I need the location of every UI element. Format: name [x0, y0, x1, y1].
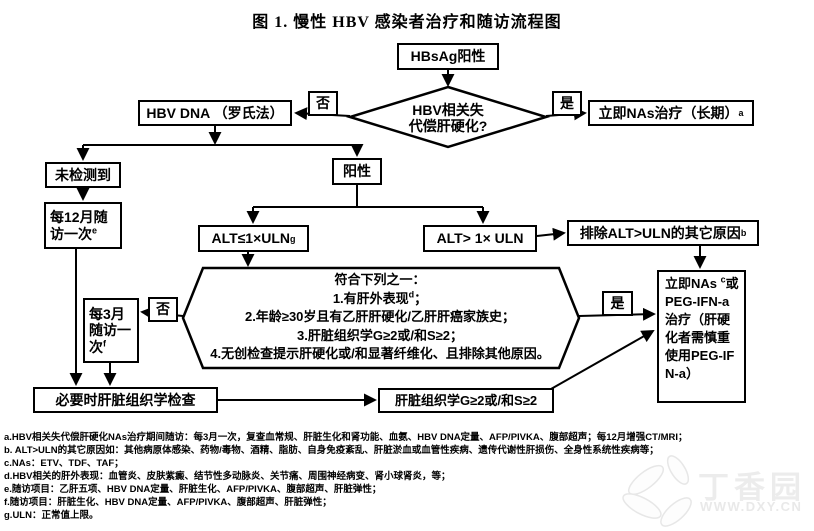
node-immediate-nas-longterm: 立即NAs治疗（长期）a: [588, 100, 754, 126]
dxy-watermark-url: WWW.DXY.CN: [700, 499, 803, 514]
footnote-e: e.随访项目：乙肝五项、HBV DNA定量、肝脏生化、AFP/PIVKA、腹部超…: [4, 484, 382, 495]
footnote-c: c.NAs：ETV、TDF、TAF；: [4, 458, 124, 469]
node-label: 否: [316, 95, 330, 112]
node-label: 否: [156, 301, 170, 318]
criteria-item-1-text: 1.有肝外表现: [332, 290, 409, 306]
footnote-f: f.随访项目：肝脏生化、HBV DNA定量、AFP/PIVKA、腹部超声、肝脏弹…: [4, 497, 332, 508]
footnote-marker-d: d: [408, 289, 415, 300]
node-biopsy-if-necessary: 必要时肝脏组织学检查: [33, 387, 218, 413]
criteria-item-1: 1.有肝外表现d；: [192, 290, 568, 309]
node-label: ALT≤1×ULN: [211, 230, 291, 247]
diamond-line1: HBV相关失: [412, 101, 484, 118]
criteria-hexagon-shape: [181, 266, 581, 370]
arrow-altgt-to-exclude: [536, 227, 566, 241]
arrow-histology-to-treat: [550, 330, 655, 390]
node-hbsag-positive: HBsAg阳性: [397, 43, 499, 70]
footnote-marker-c: c: [720, 274, 726, 285]
node-criteria-list: 符合下列之一： 1.有肝外表现d； 2.年龄≥30岁且有乙肝肝硬化/乙肝肝癌家族…: [192, 271, 568, 364]
node-label: 未检测到: [55, 166, 111, 183]
diamond-line2: 代偿肝硬化?: [408, 118, 488, 134]
criteria-item-2: 2.年龄≥30岁且有乙肝肝硬化/乙肝肝癌家族史；: [244, 309, 516, 325]
figure-title: 图 1. 慢性 HBV 感染者治疗和随访流程图: [252, 14, 562, 31]
node-label: ALT> 1× ULN: [436, 230, 524, 247]
node-follow-every-3-months: 每3月随访一次f: [83, 298, 139, 363]
node-label: 每12月随访一次: [50, 208, 108, 242]
node-immediate-nas-or-peg-ifn: 立即NAs c或PEG-IFN-a治疗（肝硬化者需慎重使用PEG-IFN-a）: [657, 270, 746, 403]
node-alt-elevated: ALT> 1× ULN: [423, 225, 537, 252]
node-label: 是: [610, 295, 625, 312]
node-label: 必要时肝脏组织学检查: [55, 391, 196, 408]
criteria-item-1-punct: ；: [414, 290, 428, 306]
node-positive: 阳性: [332, 158, 382, 185]
footnote-d: d.HBV相关的肝外表现：血管炎、皮肤紫癜、结节性多动脉炎、关节痛、周围神经病变…: [4, 471, 451, 482]
node-label-continued: 或PEG-IFN-a治疗（肝硬化者需慎重使用PEG-IFN-a）: [665, 276, 739, 381]
node-label: 是: [560, 95, 574, 112]
criteria-title: 符合下列之一：: [334, 272, 426, 287]
footnote-marker-f: f: [103, 338, 106, 349]
node-label: 阳性: [343, 163, 371, 180]
dxy-logo-leaves: [622, 455, 692, 527]
label-no-hexagon: 否: [148, 297, 178, 322]
node-follow-every-12-months: 每12月随访一次e: [44, 202, 122, 249]
node-label: 立即NAs: [665, 276, 721, 291]
footnote-b: b. ALT>ULN的其它原因如：其他病原体感染、药物/毒物、酒精、脂肪、自身免…: [4, 445, 659, 456]
criteria-item-4: 4.无创检查提示肝硬化或/和显著纤维化、且排除其他原因。: [210, 346, 550, 362]
node-undetected: 未检测到: [45, 162, 121, 188]
label-yes-hexagon: 是: [602, 291, 633, 316]
label-no-top: 否: [308, 91, 338, 116]
node-histology-result: 肝脏组织学G≥2或/和S≥2: [378, 388, 554, 413]
footnote-a: a.HBV相关失代偿肝硬化NAs治疗期间随访：每3月一次，复查血常规、肝脏生化和…: [4, 432, 688, 443]
node-label: 每3月随访一次: [89, 305, 131, 355]
node-label: 立即NAs治疗（长期）: [598, 104, 739, 121]
label-yes-top: 是: [552, 91, 582, 116]
dxy-watermark-brand: 丁香园: [698, 470, 806, 505]
node-label: 肝脏组织学G≥2或/和S≥2: [394, 392, 538, 408]
footnote-g: g.ULN：正常值上限。: [4, 510, 99, 521]
node-label: 排除ALT>ULN的其它原因: [579, 224, 741, 241]
node-label: HBsAg阳性: [410, 48, 486, 65]
node-label: HBV DNA （罗氏法）: [146, 104, 284, 121]
decision-diamond-shape: [345, 85, 551, 149]
node-hbv-dna-test: HBV DNA （罗氏法）: [138, 100, 292, 126]
criteria-item-3: 3.肝脏组织学G≥2或/和S≥2；: [297, 327, 463, 343]
footnotes: a.HBV相关失代偿肝硬化NAs治疗期间随访：每3月一次，复查血常规、肝脏生化和…: [4, 431, 810, 522]
footnote-marker-e: e: [92, 224, 98, 235]
node-decompensated-cirrhosis-question: HBV相关失 代偿肝硬化?: [360, 101, 536, 135]
